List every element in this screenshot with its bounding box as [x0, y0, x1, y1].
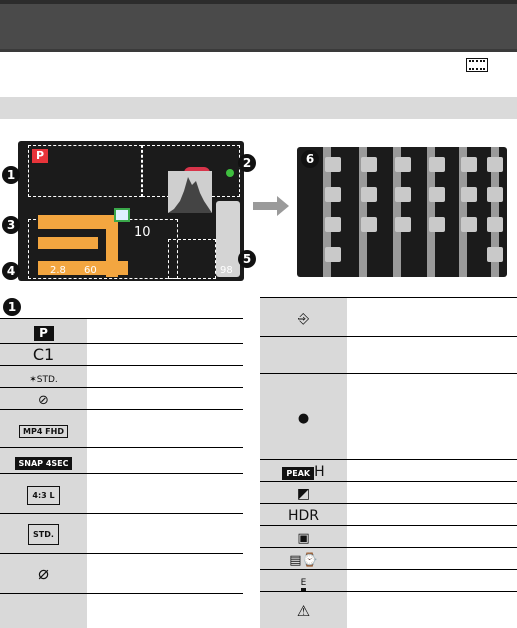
exposure-bar — [38, 261, 128, 275]
description-cell — [87, 343, 243, 366]
description-cell — [87, 447, 243, 474]
hdr-icon: HDR — [287, 508, 320, 524]
description-cell — [87, 318, 243, 344]
touch-button[interactable] — [461, 187, 477, 202]
touch-button[interactable] — [487, 157, 503, 172]
electronic-shutter-icon: E — [300, 579, 307, 591]
callout-2: 2 — [238, 154, 256, 172]
stripe — [323, 147, 331, 277]
quality-icon: STD. — [28, 524, 59, 545]
callout-1: 1 — [2, 166, 20, 184]
touch-button[interactable] — [487, 217, 503, 232]
touch-button[interactable] — [361, 217, 377, 232]
time-lapse-icon: ▤⌚ — [289, 553, 318, 568]
touch-button[interactable] — [429, 217, 445, 232]
stripe — [359, 147, 367, 277]
touch-button[interactable] — [395, 217, 411, 232]
overheat-warning-icon: ⚠ — [296, 602, 311, 620]
aperture-value: 2.8 — [50, 265, 66, 276]
stripe — [393, 147, 401, 277]
description-cell — [87, 553, 243, 594]
custom-mode-icon: C1 — [32, 345, 55, 364]
multi-exposure-icon: ▣ — [297, 531, 310, 546]
photo-style-icon: ✶STD. — [29, 375, 58, 385]
card-input-icon: ⎆ — [297, 310, 310, 327]
blank-icon-cell — [0, 593, 87, 628]
peaking-icon: PEAK — [282, 467, 315, 480]
callout-4: 4 — [2, 262, 20, 280]
photo-style-label: STD. — [36, 375, 58, 385]
description-cell — [87, 513, 243, 554]
area-5-box — [168, 239, 216, 279]
monitor-display-illustration: P 10 2.8 60 98 — [18, 141, 244, 281]
description-cell — [87, 387, 243, 410]
touch-button[interactable] — [395, 187, 411, 202]
description-cell — [347, 547, 517, 570]
arrow-icon — [253, 196, 289, 216]
touch-button[interactable] — [429, 157, 445, 172]
description-cell — [347, 336, 517, 374]
mode-badge: P — [32, 149, 48, 163]
af-area-bar — [38, 215, 118, 229]
description-cell — [87, 365, 243, 388]
description-cell — [347, 297, 517, 337]
remaining-count: 98 — [220, 265, 233, 276]
touch-button[interactable] — [325, 187, 341, 202]
touch-button[interactable] — [325, 217, 341, 232]
callout-6: 6 — [301, 150, 319, 168]
description-cell — [347, 503, 517, 526]
creative-control-icon: ⌀ — [38, 563, 49, 584]
af-area-bar — [38, 237, 98, 249]
program-ae-icon: P — [33, 325, 54, 341]
camera-icon: ● — [297, 411, 310, 426]
stripe — [459, 147, 467, 277]
touch-tab-panel — [297, 147, 507, 277]
touch-button[interactable] — [461, 157, 477, 172]
shutter-value: 60 — [84, 265, 97, 276]
touch-button[interactable] — [395, 157, 411, 172]
video-format-icon: MP4 FHD — [19, 425, 68, 438]
description-cell — [347, 591, 517, 628]
snap-movie-icon: SNAP 4SEC — [14, 457, 73, 470]
touch-button[interactable] — [325, 157, 341, 172]
description-cell — [347, 459, 517, 482]
touch-button[interactable] — [429, 187, 445, 202]
callout-3: 3 — [2, 216, 20, 234]
callout-5: 5 — [238, 250, 256, 268]
description-cell — [87, 473, 243, 514]
description-cell — [87, 593, 243, 628]
description-cell — [347, 481, 517, 504]
section-bar — [0, 97, 517, 119]
histogram — [168, 171, 212, 213]
motion-picture-icon — [466, 58, 488, 72]
header-band — [0, 0, 517, 52]
description-cell — [87, 409, 243, 448]
touch-button[interactable] — [361, 157, 377, 172]
touch-button[interactable] — [461, 217, 477, 232]
af-value: 10 — [134, 225, 151, 240]
touch-tab-strip — [216, 201, 240, 277]
aspect-ratio-icon: 4:3 L — [27, 485, 60, 505]
flash-off-icon: ⊘ — [38, 393, 49, 408]
area-1-box — [28, 145, 142, 197]
blank-icon-cell — [260, 336, 347, 374]
indicator-table-left: P C1 ✶STD. ⊘ MP4 FHD SNAP 4SEC 4:3 L STD… — [0, 318, 243, 628]
touch-button[interactable] — [487, 187, 503, 202]
status-dot — [226, 169, 234, 177]
section-number-badge: 1 — [3, 298, 21, 316]
touch-button[interactable] — [325, 247, 341, 262]
highlight-shadow-icon: ◩ — [296, 486, 311, 502]
touch-button[interactable] — [361, 187, 377, 202]
description-cell — [347, 373, 517, 460]
af-target-icon — [114, 208, 130, 222]
stripe — [491, 147, 499, 277]
description-cell — [347, 525, 517, 548]
description-cell — [347, 569, 517, 592]
peaking-level: H — [314, 464, 325, 480]
touch-button[interactable] — [487, 247, 503, 262]
stripe — [427, 147, 435, 277]
